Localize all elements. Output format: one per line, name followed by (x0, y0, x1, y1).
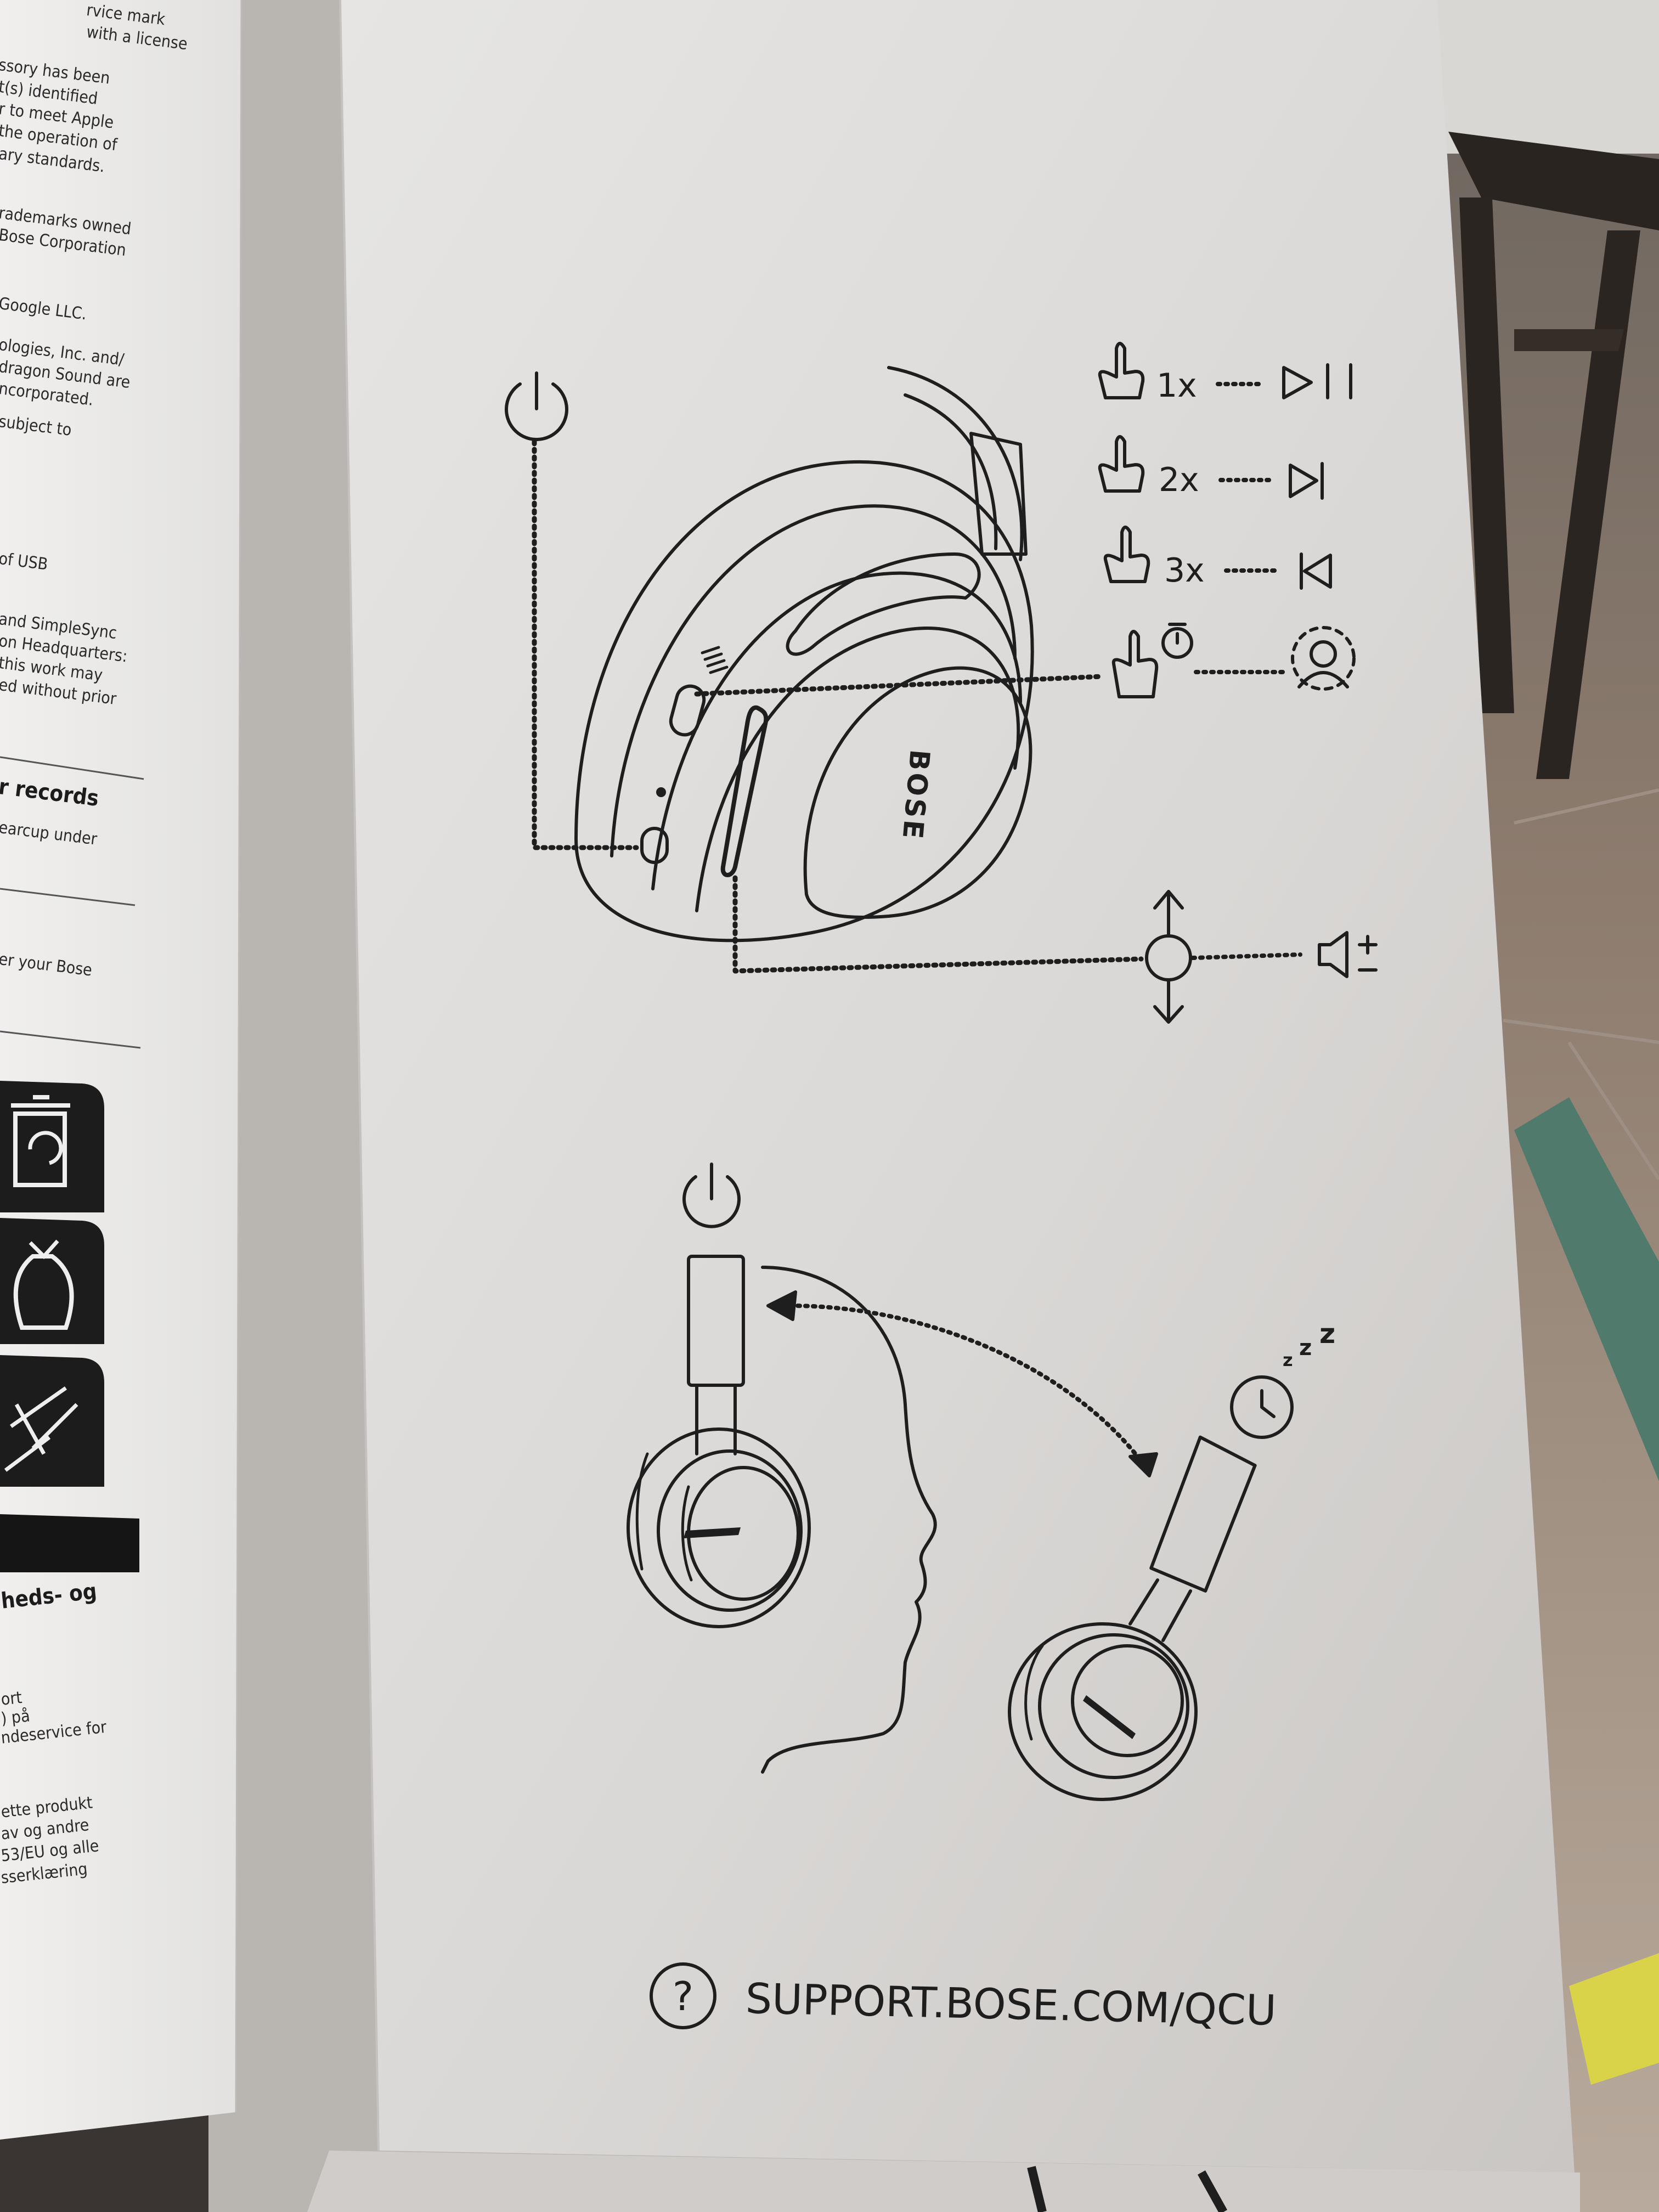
no-dump-icon (0, 1355, 104, 1487)
svg-text:z: z (1299, 1335, 1312, 1361)
volume-slider-icon (1145, 890, 1302, 1024)
window-light (1426, 0, 1659, 154)
sleep-zzz: z z z (1283, 1318, 1335, 1370)
bose-logo (684, 1527, 1136, 1739)
leaflet-sheet (0, 0, 241, 2140)
auto-off-diagram (627, 1163, 1294, 1801)
recycle-bin-icon (0, 1081, 104, 1212)
hand-tap-icon (1103, 526, 1150, 583)
volume-icon (1318, 931, 1378, 978)
svg-text:z: z (1319, 1318, 1335, 1350)
hand-tap-icon (1098, 342, 1145, 399)
control-legend (1098, 342, 1378, 1024)
leaflet-black-bar (0, 1514, 139, 1572)
skip-back-icon (1300, 552, 1332, 590)
sleep-clock-icon (1230, 1375, 1294, 1439)
earcup-diagram (505, 366, 1144, 974)
svg-text:?: ? (673, 1973, 693, 2019)
box-panel (340, 0, 1575, 2172)
power-icon (682, 1163, 741, 1228)
tap-count-1x: 1x (1156, 366, 1197, 405)
tap-count-2x: 2x (1159, 461, 1199, 499)
skip-forward-icon (1289, 462, 1324, 500)
teal-object (1514, 1097, 1659, 1481)
tap-count-3x: 3x (1164, 551, 1205, 590)
timer-icon (1161, 623, 1193, 659)
hand-tap-icon (1098, 435, 1145, 493)
earcup-brand: BOSE (896, 748, 936, 842)
svg-text:z: z (1283, 1350, 1293, 1370)
trash-bag-icon (0, 1218, 104, 1344)
mic-grille (701, 646, 729, 674)
power-icon (505, 371, 568, 442)
question-icon (650, 1962, 716, 2029)
assistant-icon (1291, 626, 1356, 691)
play-pause-icon (1282, 363, 1352, 399)
hand-tap-icon (1111, 630, 1159, 698)
chair (1448, 132, 1659, 230)
